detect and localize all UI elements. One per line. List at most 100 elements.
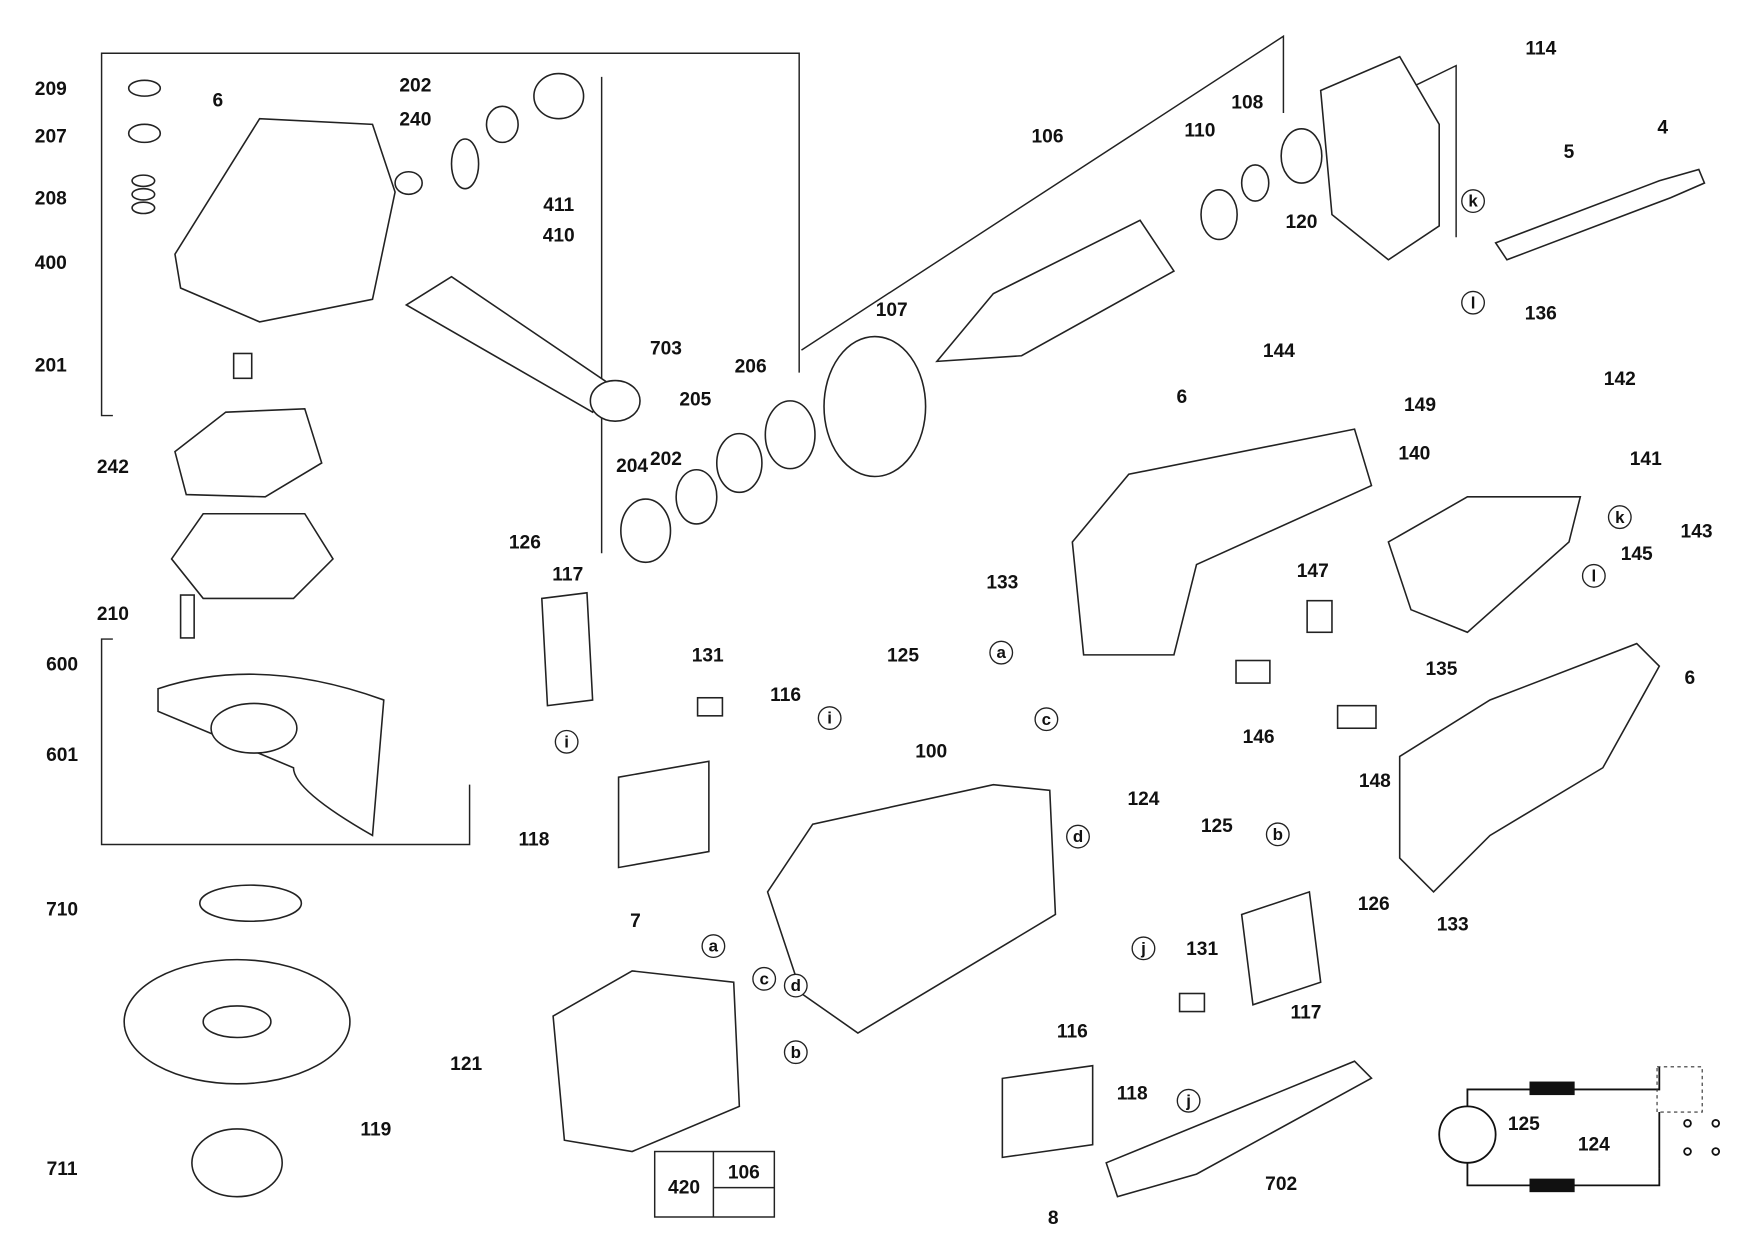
marker-d: d (1066, 824, 1090, 849)
svg-text:l: l (1591, 566, 1596, 585)
callout-147: 147 (1297, 561, 1329, 582)
svg-text:d: d (1073, 827, 1083, 846)
part-8-label (1001, 1064, 1094, 1159)
callout-600: 600 (46, 655, 78, 676)
callout-242: 242 (97, 457, 129, 478)
svg-text:c: c (759, 969, 768, 988)
callout-116: 116 (1057, 1022, 1088, 1043)
part-5-cable-sleeve (1494, 168, 1706, 261)
marker-j: j (1131, 936, 1156, 961)
svg-text:k: k (1615, 508, 1625, 527)
callout-117: 117 (552, 564, 583, 585)
callout-131: 131 (692, 646, 724, 667)
callout-100: 100 (915, 742, 947, 763)
callout-126: 126 (1358, 894, 1390, 915)
callout-110: 110 (1184, 121, 1215, 142)
callout-400: 400 (35, 253, 67, 274)
kit-cell-420: 420 (668, 1177, 700, 1198)
marker-c: c (752, 966, 777, 991)
callout-205: 205 (679, 389, 711, 410)
marker-a: a (701, 934, 726, 959)
callout-141: 141 (1630, 449, 1662, 470)
svg-text:k: k (1468, 192, 1478, 211)
svg-text:a: a (709, 937, 719, 956)
callout-210: 210 (97, 604, 129, 625)
callout-114: 114 (1525, 38, 1556, 59)
marker-b: b (783, 1040, 808, 1065)
callout-146: 146 (1243, 727, 1275, 748)
marker-k: k (1461, 189, 1486, 214)
callout-121: 121 (450, 1054, 482, 1075)
callout-206: 206 (735, 357, 767, 378)
wiring-schematic (1438, 1066, 1721, 1193)
part-133-handle-half-2 (1398, 642, 1661, 894)
marker-k: k (1607, 505, 1632, 530)
callout-201: 201 (35, 356, 67, 377)
kit-table: 420 106 (653, 1150, 776, 1218)
callout-145: 145 (1621, 544, 1653, 565)
part-100-motor-housing (766, 783, 1057, 1034)
marker-i: i (554, 729, 579, 754)
marker-a: a (989, 640, 1014, 665)
marker-i: i (817, 706, 842, 731)
part-703-handle (404, 275, 611, 414)
part-107-fan (823, 335, 927, 478)
callout-119: 119 (360, 1120, 391, 1141)
callout-208: 208 (35, 188, 67, 209)
callout-135: 135 (1425, 659, 1457, 680)
marker-d: d (783, 973, 808, 998)
svg-text:b: b (791, 1043, 801, 1062)
svg-text:i: i (827, 709, 832, 728)
marker-c: c (1034, 707, 1059, 732)
callout-710: 710 (46, 900, 78, 921)
callout-144: 144 (1263, 341, 1295, 362)
part-135-switch (1387, 496, 1582, 634)
svg-text:j: j (1140, 939, 1146, 958)
callout-133: 133 (1437, 914, 1469, 935)
marker-l: l (1581, 563, 1606, 588)
part-242-gasket (174, 407, 323, 498)
part-117-cover (540, 591, 594, 707)
callout-118: 118 (1117, 1084, 1148, 1105)
callout-6: 6 (1684, 668, 1695, 689)
callout-711: 711 (47, 1159, 78, 1180)
svg-text:i: i (564, 732, 569, 751)
part-117-cover-2 (1240, 890, 1322, 1006)
callout-8: 8 (1048, 1208, 1059, 1229)
part-133-handle-half (1071, 428, 1373, 656)
callout-143: 143 (1681, 521, 1713, 542)
callout-125: 125 (1508, 1114, 1540, 1135)
svg-text:d: d (791, 976, 801, 995)
svg-text:a: a (997, 643, 1007, 662)
callout-202: 202 (650, 449, 682, 470)
part-207-button (127, 123, 162, 144)
callout-120: 120 (1285, 212, 1317, 233)
part-209-oring (127, 79, 162, 97)
marker-l: l (1461, 290, 1486, 315)
callout-125: 125 (887, 646, 919, 667)
callout-4: 4 (1657, 117, 1668, 138)
part-7-label (617, 760, 710, 869)
callout-142: 142 (1604, 369, 1636, 390)
part-201-sleeve (232, 352, 253, 380)
parts (123, 55, 1706, 1198)
callout-125: 125 (1201, 816, 1233, 837)
callout-6: 6 (1176, 387, 1187, 408)
callout-7: 7 (630, 911, 641, 932)
callout-136: 136 (1525, 304, 1557, 325)
callout-140: 140 (1398, 444, 1430, 465)
part-420-stator (552, 970, 741, 1153)
callout-209: 209 (35, 79, 67, 100)
connection-markers: k l k l a i i c d b a c d j j b (554, 189, 1632, 1113)
callout-126: 126 (509, 533, 541, 554)
marker-j: j (1176, 1088, 1201, 1113)
callout-108: 108 (1231, 93, 1263, 114)
callout-148: 148 (1359, 771, 1391, 792)
marker-b: b (1265, 822, 1290, 847)
part-710-flange (199, 884, 303, 923)
callout-207: 207 (35, 126, 67, 147)
svg-text:b: b (1273, 825, 1283, 844)
callout-106: 106 (1032, 126, 1064, 147)
